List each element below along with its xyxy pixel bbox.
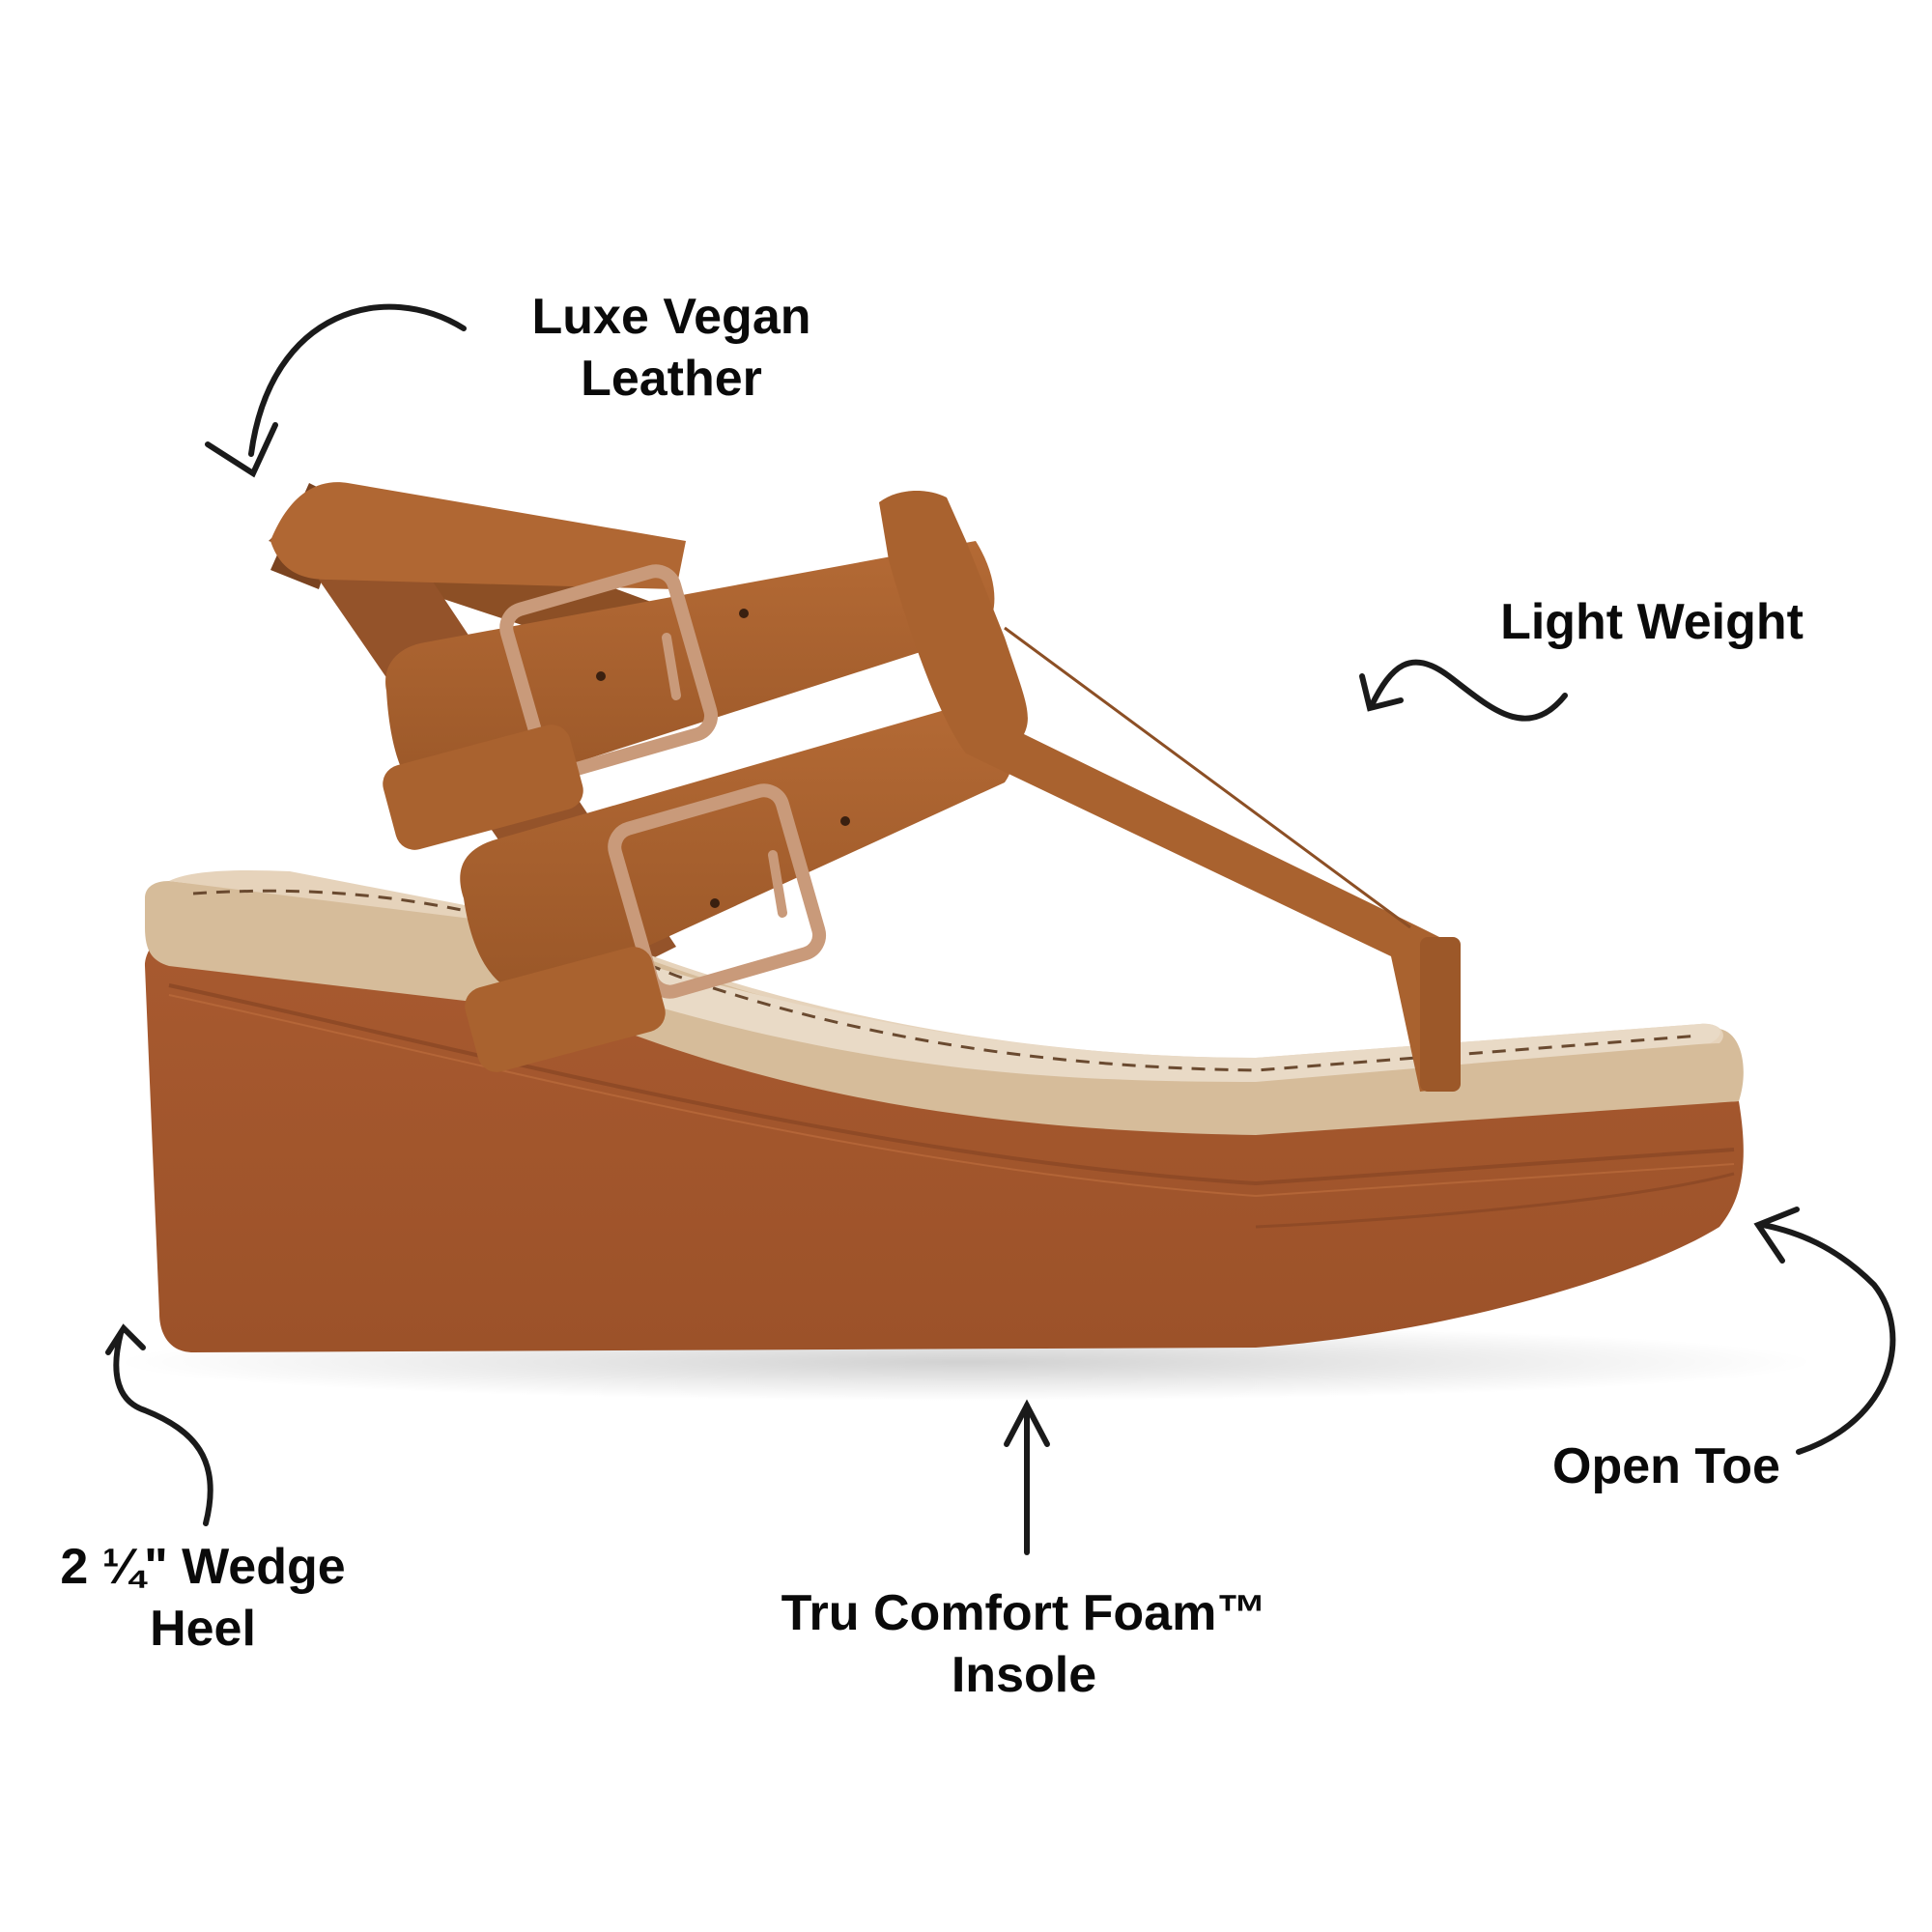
curved-arrow-up-icon [113, 1330, 213, 1526]
lower-buckle [465, 783, 827, 1072]
callout-line-1: Open Toe [1552, 1438, 1780, 1494]
heel-back-strap [270, 482, 686, 589]
squiggle-arrow-left-icon [1369, 659, 1568, 722]
lower-ankle-strap [460, 696, 1013, 996]
callout-light-weight: Light Weight [1488, 591, 1816, 653]
callout-line-1: Luxe Vegan [531, 289, 811, 345]
curved-arrow-up-left-icon [1760, 1222, 1896, 1455]
callout-line-1: 2 ¼" Wedge [60, 1539, 346, 1595]
callout-line-1: Light Weight [1500, 594, 1804, 650]
insole-stitching [192, 889, 1701, 1072]
callout-line-2: Insole [951, 1647, 1097, 1703]
callout-tru-comfort-foam-insole: Tru Comfort Foam™ Insole [753, 1582, 1294, 1706]
upper-buckle [383, 564, 719, 850]
t-strap-center [879, 491, 1459, 1092]
toe-post [1420, 937, 1461, 1092]
callout-line-2: Heel [150, 1601, 256, 1657]
callout-open-toe: Open Toe [1526, 1435, 1806, 1497]
callout-wedge-heel: 2 ¼" Wedge Heel [39, 1536, 367, 1660]
curved-arrow-down-left-icon [248, 303, 467, 457]
callout-luxe-vegan-leather: Luxe Vegan Leather [512, 286, 831, 410]
callout-line-1: Tru Comfort Foam™ [781, 1585, 1267, 1641]
callout-line-2: Leather [581, 351, 762, 407]
